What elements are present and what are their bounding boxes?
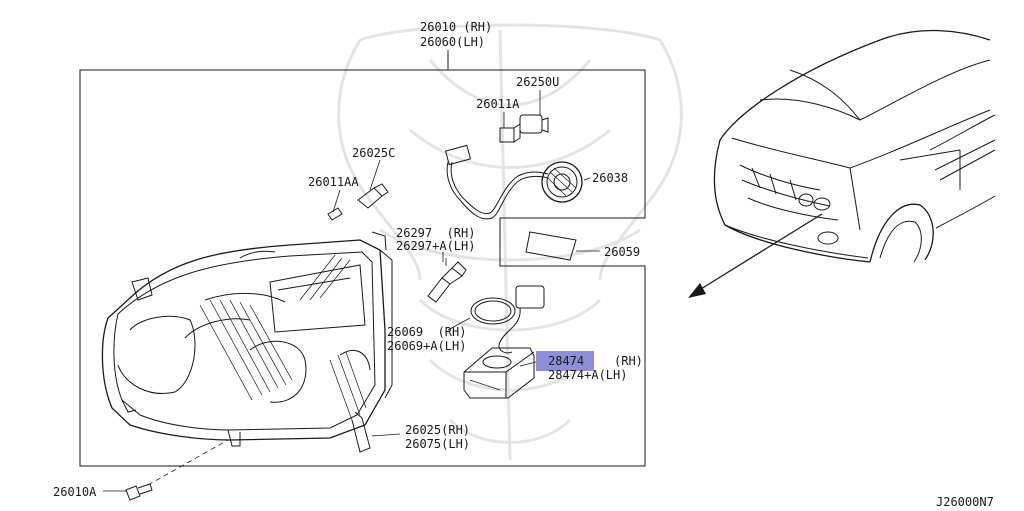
ballast-unit bbox=[463, 285, 545, 399]
small-bulbs bbox=[327, 183, 389, 221]
diagram-code: J26000N7 bbox=[936, 495, 994, 509]
label-bulb-rh[interactable]: 26297 (RH) bbox=[396, 226, 475, 240]
label-gasket-lh[interactable]: 26069+A(LH) bbox=[387, 339, 466, 353]
part-labels: 26010 (RH) 26060(LH) 26250U 26011A 26025… bbox=[53, 20, 994, 509]
label-plate bbox=[525, 231, 577, 261]
label-bulb-lh[interactable]: 26297+A(LH) bbox=[396, 239, 475, 253]
label-cover[interactable]: 26038 bbox=[592, 171, 628, 185]
gasket-ring bbox=[470, 297, 516, 325]
watermark-emblem bbox=[337, 23, 683, 461]
assembly-frame bbox=[79, 50, 646, 467]
label-bulb-c[interactable]: 26025C bbox=[352, 146, 395, 160]
location-arrow bbox=[688, 213, 823, 298]
label-bulb-aa[interactable]: 26011AA bbox=[308, 175, 359, 189]
lamp-cover bbox=[541, 161, 583, 203]
ballast-part-highlight[interactable] bbox=[536, 351, 594, 371]
label-assembly-rh[interactable]: 26010 (RH) bbox=[420, 20, 492, 34]
label-socket[interactable]: 26250U bbox=[516, 75, 559, 89]
vehicle-sketch bbox=[713, 29, 996, 263]
label-gasket-rh[interactable]: 26069 (RH) bbox=[387, 325, 466, 339]
label-plate-number[interactable]: 26059 bbox=[604, 245, 640, 259]
wiring-harness bbox=[444, 114, 549, 220]
leader-lines bbox=[103, 90, 600, 492]
hid-bulb bbox=[427, 258, 467, 303]
label-housing-rh[interactable]: 26025(RH) bbox=[405, 423, 470, 437]
label-screw[interactable]: 26010A bbox=[53, 485, 97, 499]
headlamp-housing bbox=[101, 231, 393, 453]
label-ballast-part[interactable]: 28474 bbox=[548, 354, 584, 368]
screw bbox=[125, 483, 153, 501]
label-ballast-rh: (RH) bbox=[614, 354, 643, 368]
label-housing-lh[interactable]: 26075(LH) bbox=[405, 437, 470, 451]
label-harness-connector[interactable]: 26011A bbox=[476, 97, 520, 111]
label-ballast-lh[interactable]: 28474+A(LH) bbox=[548, 368, 627, 382]
lens-hatching bbox=[199, 254, 367, 421]
label-assembly-lh[interactable]: 26060(LH) bbox=[420, 35, 485, 49]
